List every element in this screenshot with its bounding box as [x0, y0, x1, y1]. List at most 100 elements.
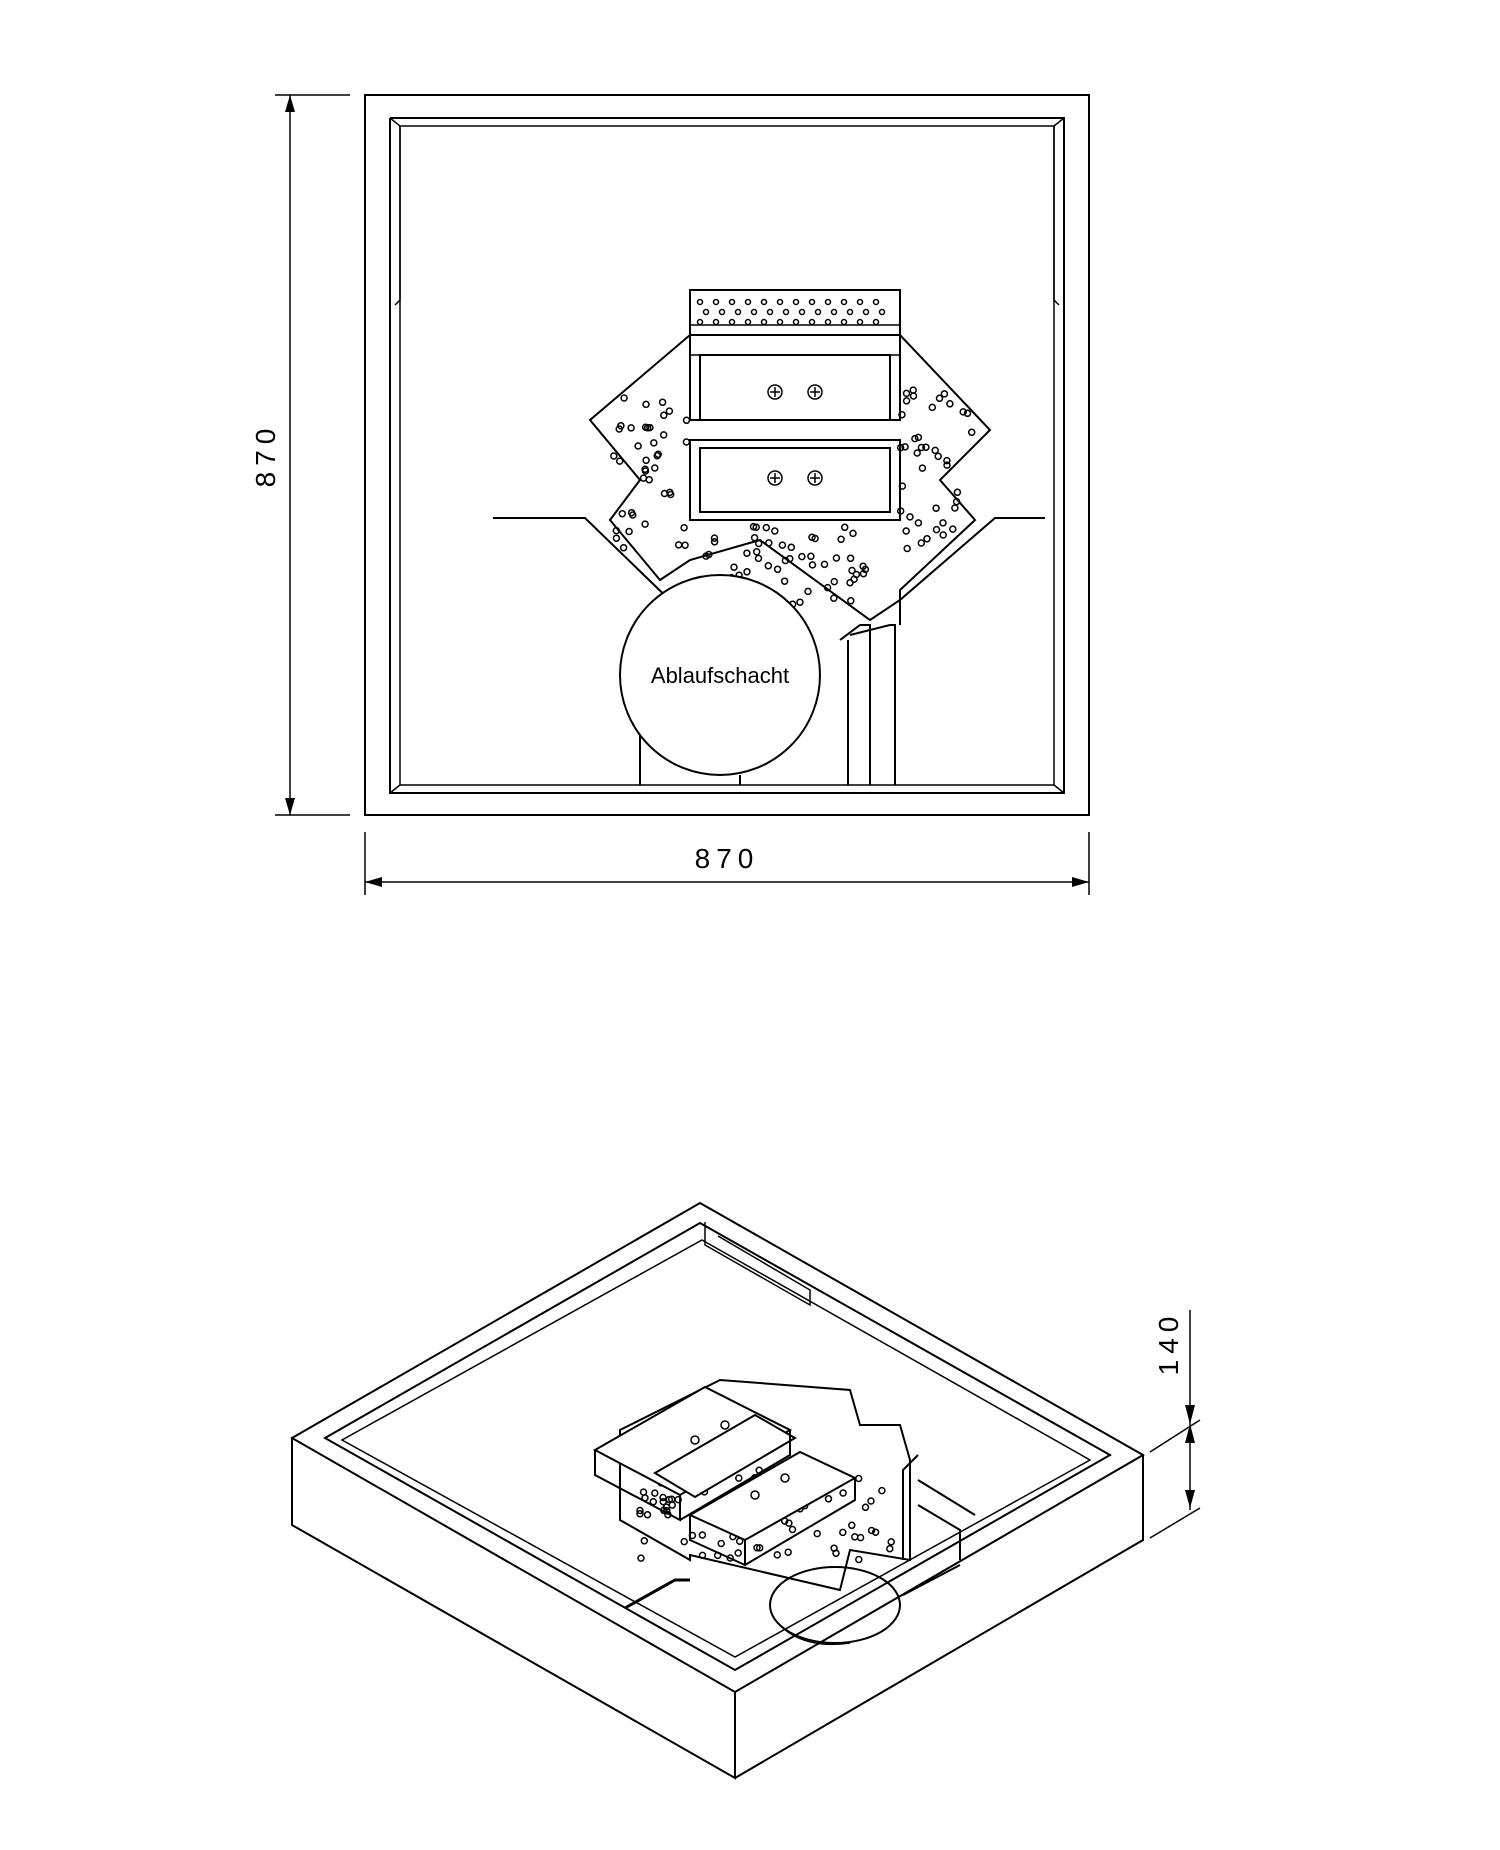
perforation-hole — [824, 298, 832, 306]
perforation-hole — [898, 482, 907, 490]
perforation-hole — [651, 464, 659, 472]
perforation-hole — [796, 598, 804, 606]
perforation-hole — [939, 519, 947, 527]
perforation-hole — [878, 308, 886, 316]
perforation-hole — [830, 308, 838, 316]
perforation-hole — [867, 1497, 875, 1505]
perforation-hole — [903, 544, 911, 553]
perforation-hole — [862, 308, 870, 316]
perforation-hole — [856, 298, 864, 306]
perforated-drain-plate — [588, 334, 992, 622]
drain-shaft-label: Ablaufschacht — [651, 663, 789, 688]
width-dimension-text: 870 — [695, 843, 760, 874]
perforation-hole — [680, 1537, 688, 1546]
perforation-hole — [872, 298, 880, 306]
perforation-hole — [861, 1503, 870, 1512]
perforation-hole — [696, 298, 704, 306]
perforation-hole — [730, 563, 738, 571]
perforation-hole — [620, 394, 628, 402]
perforation-hole — [798, 308, 806, 316]
perforation-hole — [640, 1537, 649, 1545]
perforation-hole — [898, 410, 906, 419]
perforation-hole — [654, 450, 662, 459]
perforation-hole — [931, 446, 939, 455]
perforation-hole — [830, 577, 839, 586]
iso-drain-opening — [769, 1566, 901, 1644]
perforation-hole — [710, 538, 719, 546]
perforation-hole — [840, 318, 848, 326]
perforation-hole — [615, 457, 624, 465]
perforation-hole — [782, 308, 790, 316]
tray-outer-rim — [364, 94, 1090, 816]
perforation-hole — [625, 527, 633, 536]
perforation-hole — [617, 422, 625, 430]
perforation-hole — [837, 535, 845, 544]
perforation-hole — [612, 526, 621, 535]
perforation-hole — [840, 298, 848, 306]
perforation-hole — [753, 1544, 761, 1552]
horizontal-dimension: 870 — [364, 832, 1090, 895]
perforation-hole — [610, 452, 618, 460]
iso-height-dimension-text: 140 — [1153, 1311, 1184, 1376]
perforation-hole — [639, 1488, 648, 1496]
perforation-hole — [909, 392, 918, 400]
drain-channel-left — [493, 517, 681, 611]
iso-tray-side-right — [734, 1455, 1144, 1779]
perforation-hole — [886, 1544, 894, 1553]
perforation-hole — [702, 552, 710, 560]
perforation-hole — [823, 583, 832, 592]
perforation-hole — [846, 308, 854, 316]
perforation-hole — [754, 539, 763, 548]
perforation-hole — [939, 531, 947, 539]
perforation-hole — [917, 443, 926, 452]
perforation-hole — [887, 1538, 895, 1546]
perforation-hole — [712, 298, 720, 306]
perforation-hole — [660, 411, 668, 420]
perforation-hole — [943, 461, 951, 469]
perforation-hole — [728, 298, 736, 306]
perforation-hole — [839, 1489, 847, 1497]
perforation-hole — [859, 562, 867, 570]
perforation-hole — [906, 513, 914, 521]
perforation-hole — [848, 1521, 856, 1530]
perforation-hole — [785, 1519, 793, 1527]
perforation-hole — [734, 1549, 742, 1557]
perforation-hole — [867, 1526, 876, 1535]
perforation-hole — [659, 1497, 667, 1506]
perforation-hole — [940, 390, 949, 398]
perforation-hole — [787, 543, 796, 552]
perforation-hole — [698, 1531, 707, 1539]
perforation-hole — [917, 539, 926, 547]
perforation-hole — [728, 318, 736, 326]
perforation-hole — [618, 509, 627, 518]
perforation-hole — [636, 1510, 644, 1518]
perforation-hole — [814, 308, 822, 316]
perforation-hole — [830, 1544, 838, 1552]
perforation-hole — [627, 508, 636, 517]
iso-channel-left — [624, 1578, 690, 1610]
perforation-hole — [702, 308, 710, 316]
perforation-hole — [902, 397, 911, 405]
perforation-hole — [752, 548, 761, 556]
perforation-hole — [824, 318, 832, 326]
perforation-hole — [852, 570, 861, 579]
perforation-hole — [935, 394, 944, 403]
vertical-dimension: 870 — [250, 94, 350, 816]
perforation-hole — [651, 1489, 659, 1497]
perforation-hole — [710, 534, 719, 542]
perforation-hole — [928, 403, 937, 412]
perforation-hole — [636, 1506, 644, 1515]
perforation-hole — [773, 1551, 782, 1559]
perforation-hole — [665, 1495, 674, 1504]
perforation-hole — [851, 1533, 859, 1541]
perforation-hole — [755, 1544, 764, 1552]
perforation-hole — [641, 465, 649, 474]
perforation-hole — [878, 1486, 886, 1495]
perforation-hole — [649, 1497, 658, 1506]
perforation-hole — [856, 1533, 865, 1542]
perforation-hole — [780, 577, 789, 585]
perforation-hole — [820, 560, 829, 569]
perforation-hole — [744, 318, 752, 326]
perforation-hole — [666, 488, 674, 497]
perforation-hole — [784, 1548, 792, 1556]
